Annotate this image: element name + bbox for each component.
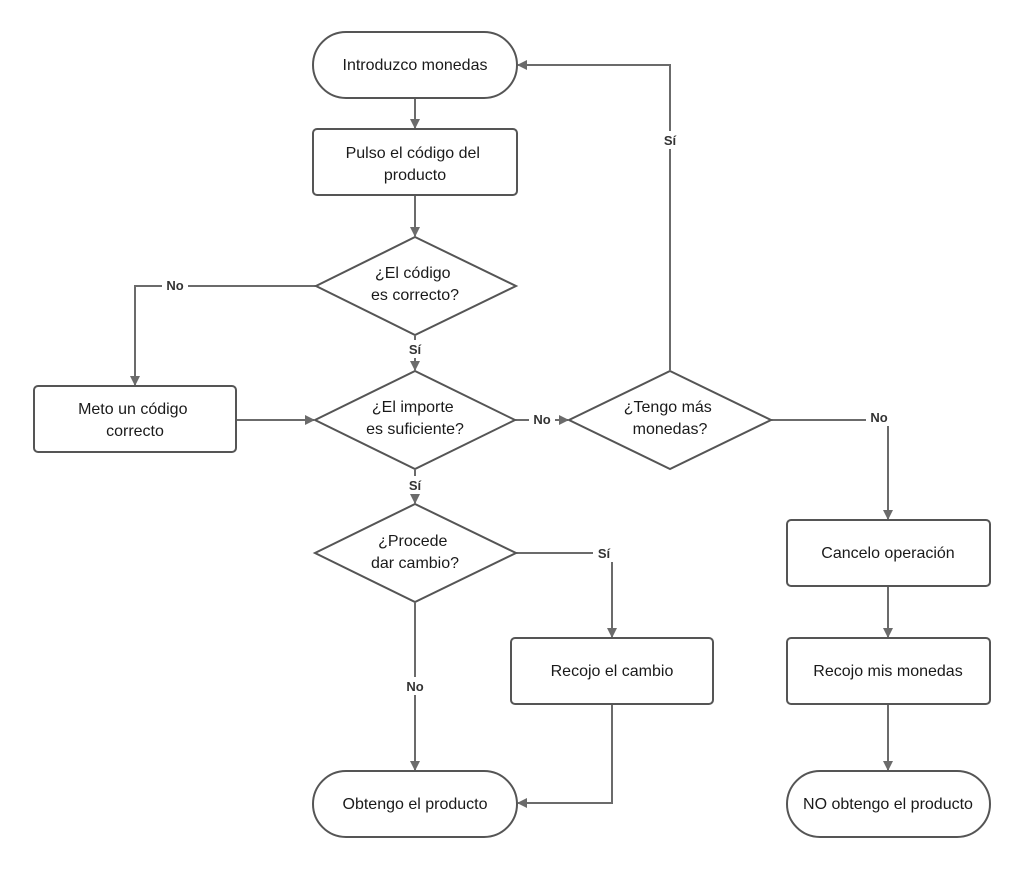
node-meto-codigo: Meto un código correcto [33,385,237,453]
edge-tengo-no-to-cancelo [771,419,893,520]
node-no-obtengo-line-1: NO obtengo el producto [803,796,973,813]
node-meto-line-2: correcto [106,423,164,440]
node-obtengo-line-1: Obtengo el producto [343,796,488,813]
label-procede-si: Sí [598,546,611,561]
connectors [130,60,893,808]
label-procede-no: No [406,679,423,694]
svg-text:Cancelo operación: Cancelo operación [821,545,954,562]
decision-tengo-line-2: monedas? [633,421,708,438]
decision-procede-line-2: dar cambio? [371,555,459,572]
decision-codigo-line-1: ¿El código [375,265,451,282]
node-cancelo-operacion: Cancelo operación [786,519,991,587]
svg-text:Pulso el código del prod: Pulso el código del producto [346,145,485,184]
svg-text:¿El código es correcto?: ¿El código es correcto? [371,265,459,304]
label-tengo-no: No [870,410,887,425]
svg-text:¿Procede dar cambio?: ¿Procede dar cambio? [371,533,459,572]
node-recojo-monedas-line-1: Recojo mis monedas [813,663,962,680]
svg-text:¿Tengo más monedas?: ¿Tengo más monedas? [624,399,717,438]
node-no-obtengo-producto: NO obtengo el producto [786,770,991,838]
decision-importe-line-2: es suficiente? [366,421,464,438]
svg-text:Obtengo el producto: Obtengo el producto [343,796,488,813]
svg-text:Recojo mis monedas: Recojo mis monedas [813,663,962,680]
node-introduzco-line-1: Introduzco monedas [343,57,488,74]
label-importe-si: Sí [409,478,422,493]
svg-text:NO obtengo el producto: NO obtengo el producto [803,796,973,813]
edge-codigo-no-to-meto [130,285,316,386]
node-recojo-cambio-line-1: Recojo el cambio [551,663,674,680]
decision-importe-suficiente: ¿El importe es suficiente? [312,369,518,471]
node-pulso-line-2: producto [384,167,446,184]
label-importe-no: No [533,412,550,427]
label-tengo-si: Sí [664,133,677,148]
node-pulso-codigo: Pulso el código del producto [312,128,518,196]
node-recojo-cambio: Recojo el cambio [510,637,714,705]
node-introduzco-monedas: Introduzco monedas [312,31,518,99]
node-recojo-monedas: Recojo mis monedas [786,637,991,705]
node-pulso-line-1: Pulso el código del [346,145,480,162]
node-obtengo-producto: Obtengo el producto [312,770,518,838]
node-cancelo-line-1: Cancelo operación [821,545,954,562]
edge-labels: No Sí No Sí No Sí Sí No [162,131,892,695]
edge-recojo-cambio-to-obtengo [517,705,613,808]
decision-procede-cambio: ¿Procede dar cambio? [312,502,519,604]
decision-tengo-monedas: ¿Tengo más monedas? [566,369,774,471]
node-meto-line-1: Meto un código [78,401,188,418]
svg-text:Meto un código correcto: Meto un código correcto [78,401,192,440]
label-codigo-si: Sí [409,342,422,357]
decision-tengo-line-1: ¿Tengo más [624,399,712,416]
edge-tengo-si-to-introduzco [517,60,671,370]
decision-importe-line-1: ¿El importe [372,399,454,416]
edge-procede-si-to-recojo-cambio [516,552,617,638]
svg-text:Recojo el cambio: Recojo el cambio [551,663,674,680]
svg-text:¿El importe es suficient: ¿El importe es suficiente? [366,399,464,438]
decision-codigo-correcto: ¿El código es correcto? [313,235,519,337]
svg-text:Introduzco monedas: Introduzco monedas [343,57,488,74]
label-codigo-no: No [166,278,183,293]
decision-procede-line-1: ¿Procede [378,533,447,550]
decision-codigo-line-2: es correcto? [371,287,459,304]
